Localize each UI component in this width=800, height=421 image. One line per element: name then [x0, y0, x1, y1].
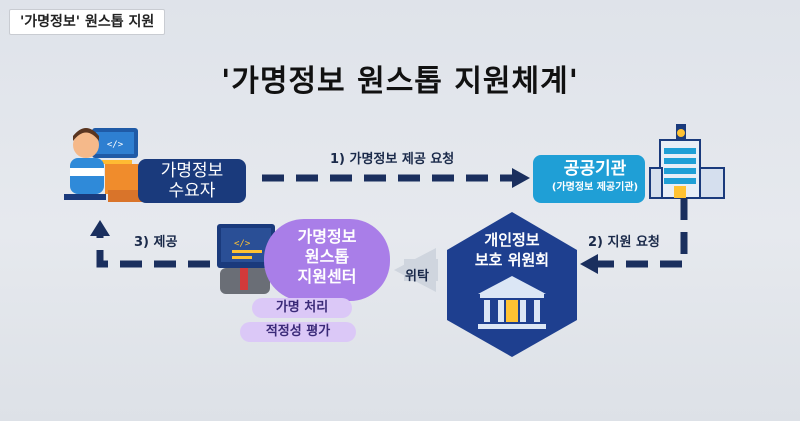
- support-center-box: 가명정보 원스톱 지원센터: [264, 219, 390, 301]
- arrow-label-step3: 3) 제공: [134, 235, 178, 250]
- consumer-line2: 수요자: [168, 181, 216, 201]
- commission-label: 개인정보 보호 위원회: [452, 230, 572, 270]
- diagram-title: '가명정보 원스톱 지원체계': [221, 64, 579, 99]
- arrow-step3-head: [90, 220, 110, 236]
- arrow-label-delegate: 위탁: [405, 269, 429, 284]
- svg-text:</>: </>: [107, 140, 124, 150]
- center-person-icon: </>: [217, 224, 275, 294]
- center-line2: 원스톱: [304, 247, 350, 266]
- arrow-step2: [596, 198, 688, 268]
- service-pill-adequacy: 적정성 평가: [240, 322, 356, 342]
- arrow-step2-head: [580, 254, 598, 274]
- arrow-step1-head: [512, 168, 530, 188]
- agency-label: 공공기관 (가명정보 제공기관): [540, 158, 650, 196]
- arrow-label-step1: 1) 가명정보 제공 요청: [330, 152, 455, 167]
- header-tag: '가명정보' 원스톱 지원: [9, 9, 166, 35]
- center-line1: 가명정보: [297, 227, 357, 246]
- consumer-line1: 가명정보: [160, 161, 224, 181]
- center-line3: 지원센터: [297, 267, 357, 286]
- agency-label-box: [533, 155, 645, 203]
- commission-line1: 개인정보: [484, 231, 540, 249]
- court-building-icon: [478, 276, 546, 329]
- agency-subtitle: (가명정보 제공기관): [551, 182, 639, 193]
- arrow-step3: [96, 236, 210, 268]
- service-pill-pseudonymization: 가명 처리: [252, 298, 352, 318]
- consumer-label-box: 가명정보 수요자: [138, 159, 246, 203]
- commission-hexagon: [447, 212, 577, 357]
- agency-title: 공공기관: [563, 159, 627, 179]
- arrow-label-step2: 2) 지원 요청: [588, 235, 660, 250]
- svg-text:</>: </>: [234, 239, 251, 249]
- public-building-icon: [649, 124, 725, 199]
- commission-line2: 보호 위원회: [474, 251, 550, 269]
